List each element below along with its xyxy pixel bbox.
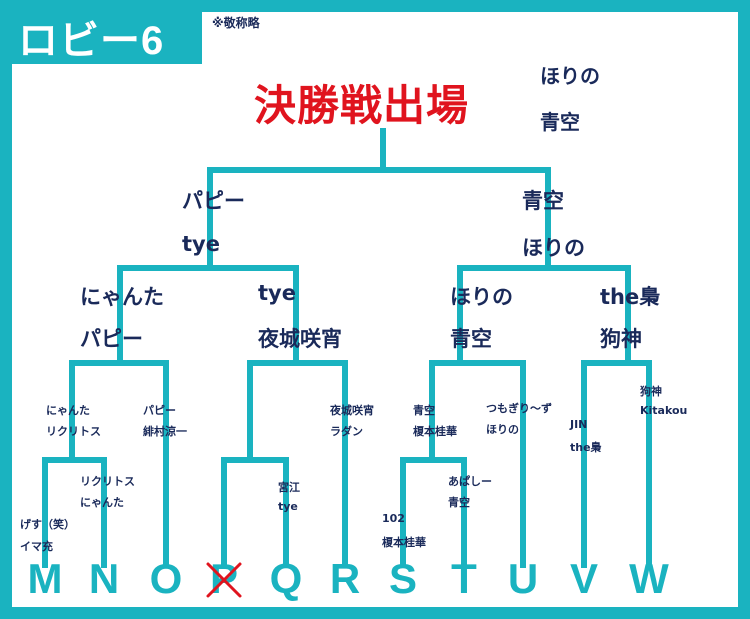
o-name-1: パピー xyxy=(143,404,176,417)
slot-r: R xyxy=(329,555,361,602)
n-name-1: リクリトス xyxy=(80,475,135,488)
m-name-2: イマ充 xyxy=(20,540,53,553)
t-name-1: あぱしー xyxy=(448,475,492,488)
q1-name-2: パピー xyxy=(80,327,143,351)
m-name-1: げす（笑） xyxy=(20,518,75,531)
final-name-2: 青空 xyxy=(540,110,580,134)
frame-border-right xyxy=(738,0,750,619)
q3-name-1: ほりの xyxy=(450,285,513,309)
q2-name-1: tye xyxy=(258,281,296,305)
w-name-2: Kitakou xyxy=(640,404,688,417)
slot-u: U xyxy=(507,555,539,602)
slot-n: N xyxy=(88,555,120,602)
s-name-2: 榎本桂華 xyxy=(382,536,426,549)
frame-border-bottom xyxy=(0,607,750,619)
slot-m: M xyxy=(27,555,63,602)
st-name-1: 青空 xyxy=(413,404,435,417)
slot-w: W xyxy=(629,555,669,602)
withdrawn-cross-icon xyxy=(206,562,242,598)
lobby-title: ロビー6 xyxy=(18,19,165,63)
r-name-1: 夜城咲宵 xyxy=(330,404,374,417)
v-name-1: JIN xyxy=(570,418,588,431)
semi-left-name-1: パピー xyxy=(182,189,245,213)
slot-s: S xyxy=(388,555,417,602)
q1-name-1: にゃんた xyxy=(80,285,164,309)
st-name-2: 榎本桂華 xyxy=(413,425,457,438)
final-heading: 決勝戦出場 xyxy=(254,81,470,130)
v-name-2: the梟 xyxy=(570,441,602,454)
o-name-2: 緋村涼一 xyxy=(143,425,187,438)
slot-v: V xyxy=(569,555,598,602)
q2-name-2: 夜城咲宵 xyxy=(258,327,342,351)
w-name-1: 狗神 xyxy=(640,385,662,398)
honorifics-note: ※敬称略 xyxy=(212,16,260,30)
mn-name-2: リクリトス xyxy=(46,425,101,438)
semi-left-name-2: tye xyxy=(182,232,220,256)
final-name-1: ほりの xyxy=(540,64,600,88)
q3-name-2: 青空 xyxy=(450,327,492,351)
frame-border-left xyxy=(0,0,12,619)
u-name-1: つもぎり〜ず xyxy=(486,402,552,415)
q4-name-2: 狗神 xyxy=(600,327,642,351)
semi-right-name-1: 青空 xyxy=(522,189,564,213)
slot-t: T xyxy=(451,555,477,602)
q4-name-1: the梟 xyxy=(600,285,661,309)
slot-q: Q xyxy=(269,555,303,602)
q-name-2: tye xyxy=(278,500,298,513)
semi-right-name-2: ほりの xyxy=(522,236,585,260)
title-tab: ロビー6 xyxy=(0,0,202,64)
n-name-2: にゃんた xyxy=(80,496,124,509)
slot-o: O xyxy=(149,555,183,602)
t-name-2: 青空 xyxy=(448,496,470,509)
u-name-2: ほりの xyxy=(486,423,519,436)
r-name-2: ラダン xyxy=(330,425,363,438)
s-name-1: 102 xyxy=(382,512,405,525)
mn-name-1: にゃんた xyxy=(46,404,90,417)
q-name-1: 宮江 xyxy=(278,481,300,494)
